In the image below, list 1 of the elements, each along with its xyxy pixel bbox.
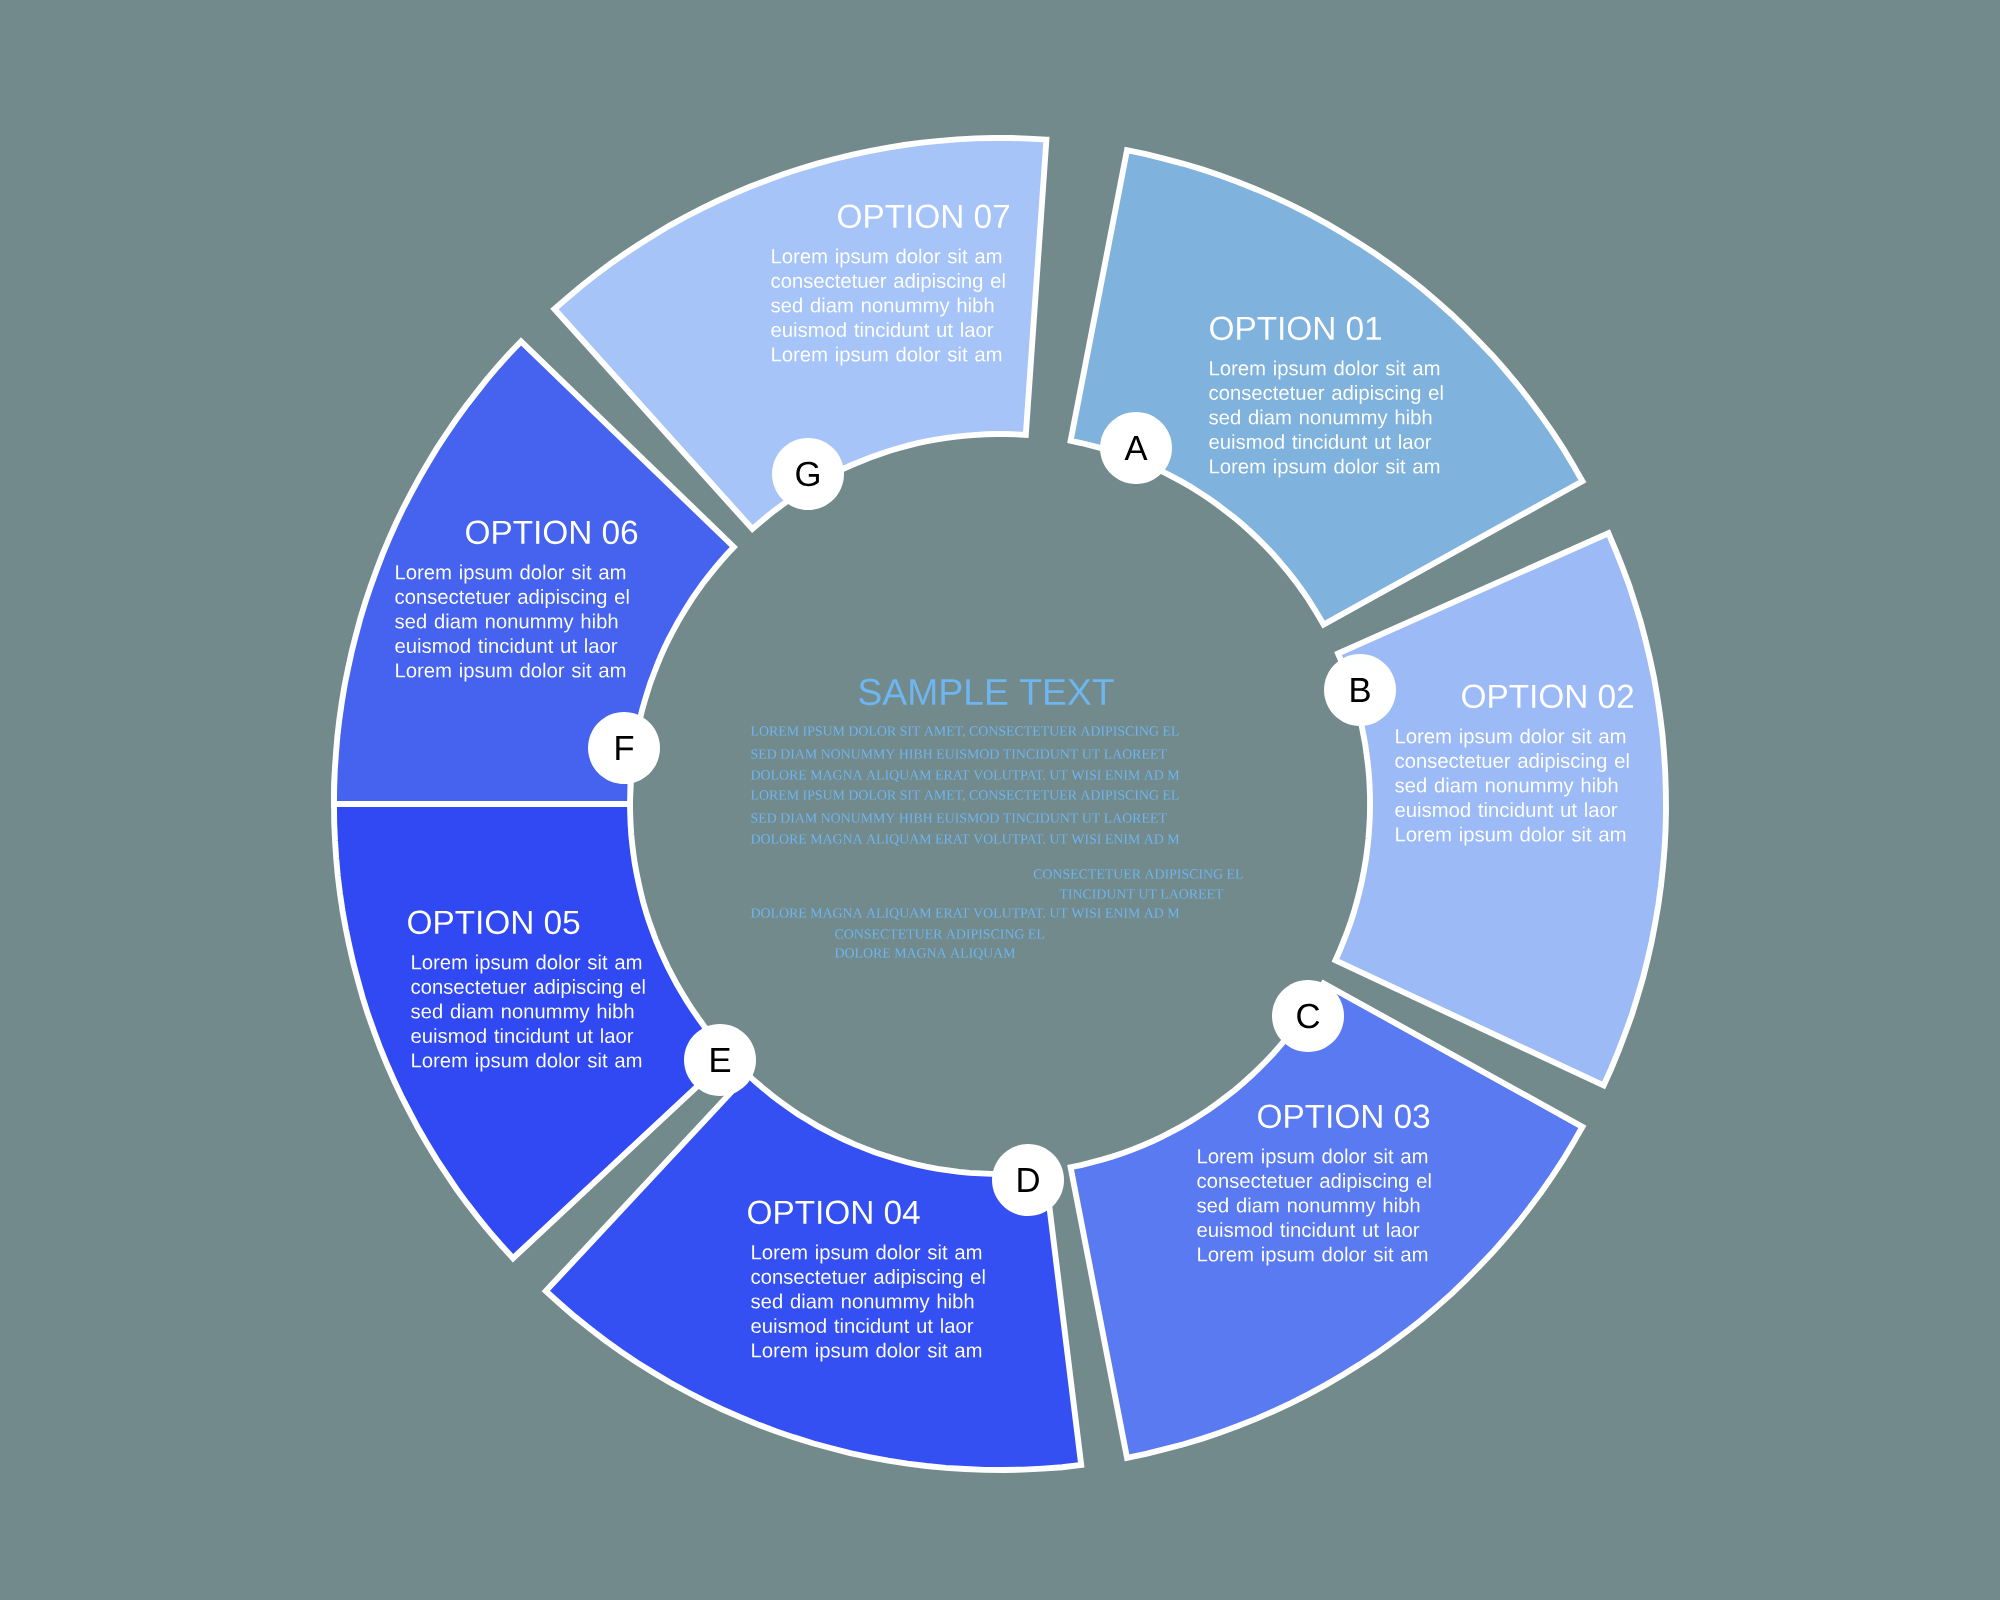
heading: SAMPLE TEXT	[859, 678, 1114, 706]
